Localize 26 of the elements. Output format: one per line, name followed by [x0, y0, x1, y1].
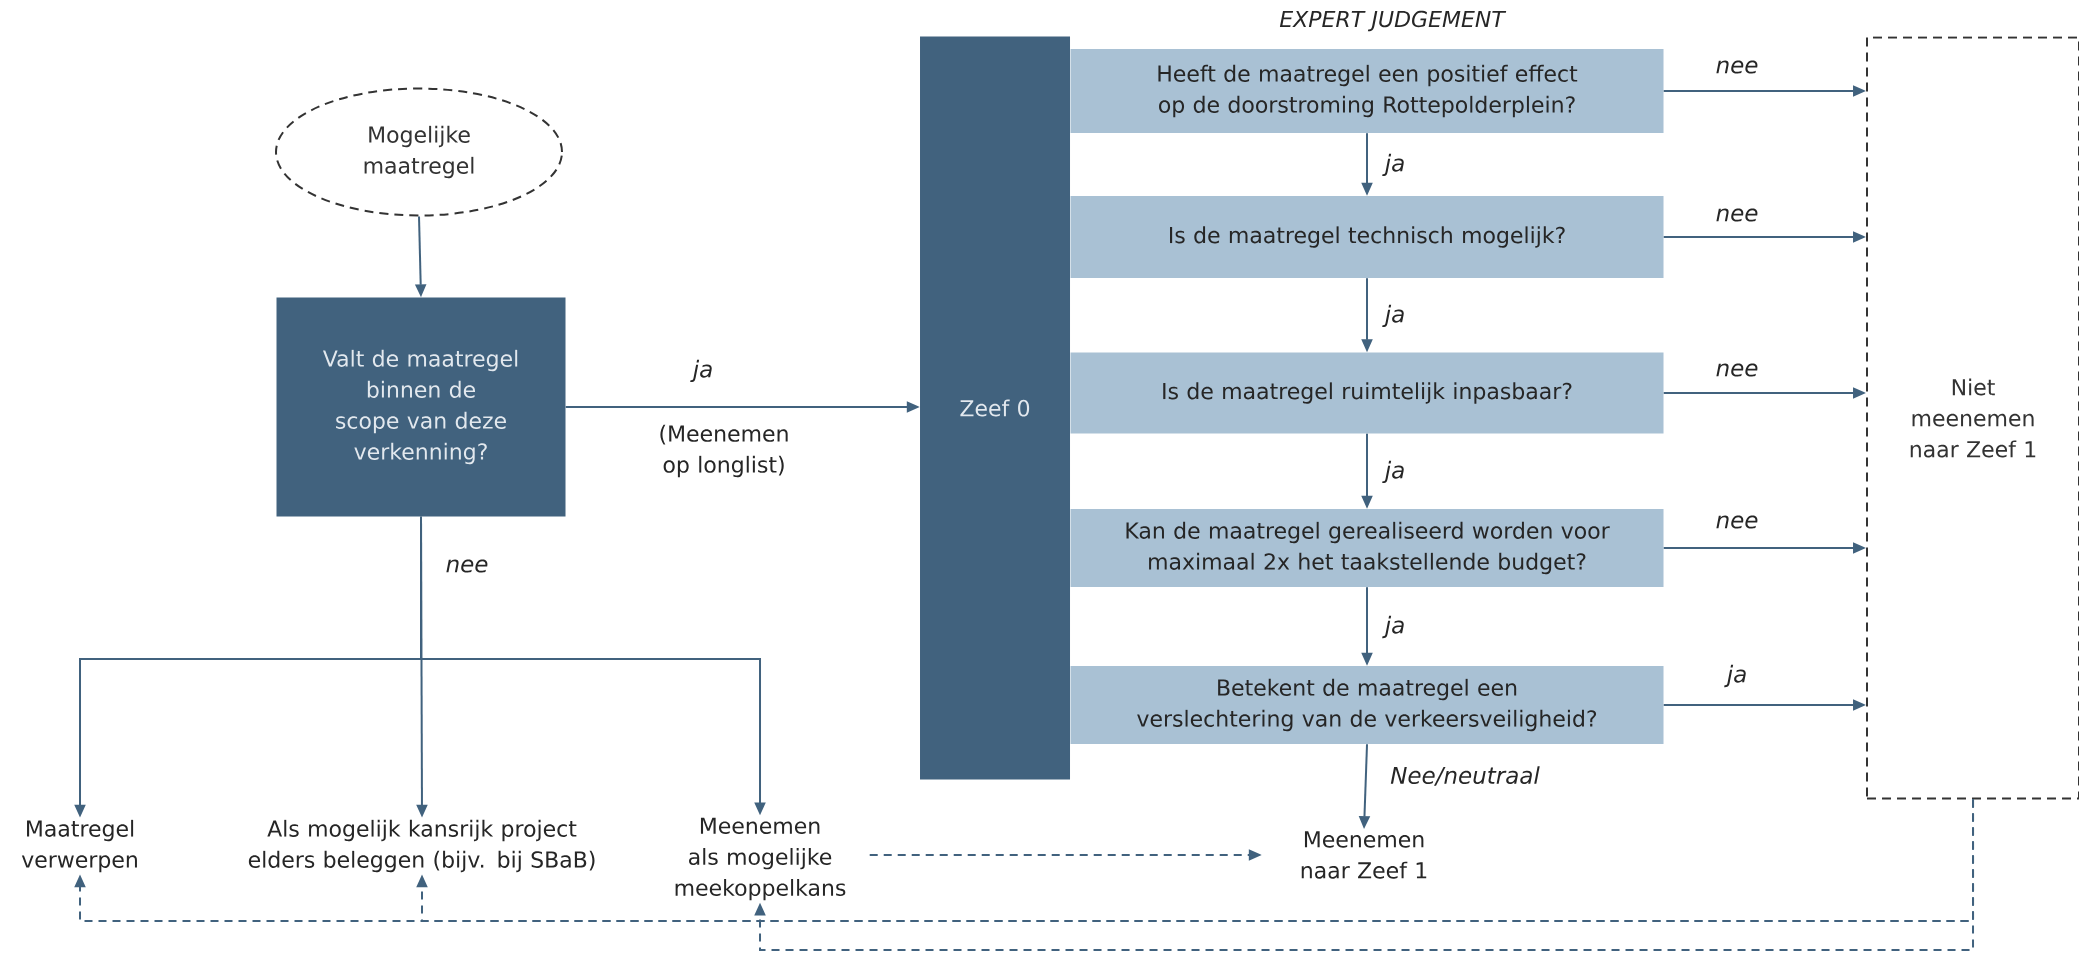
- question-box: Is de maatregel ruimtelijk inpasbaar?: [1070, 352, 1664, 434]
- outcome-text: Als mogelijk kansrijk project elders beleggen (bijv. bij SBaB): [248, 819, 595, 873]
- edge-label: ja: [690, 358, 715, 384]
- edge-label: ja: [1382, 152, 1407, 178]
- question-box: Betekent de maatregel een verslechtering van de verkeersveiligheid?: [1070, 666, 1664, 744]
- sieve-bar: Zeef 0: [920, 36, 1070, 780]
- edge-label: nee: [1714, 59, 1760, 75]
- edge-label: nee: [1714, 362, 1760, 378]
- edge-note: (Meenemen op longlist): [660, 424, 788, 478]
- edge-label: ja: [1382, 614, 1407, 640]
- edge-label: ja: [1724, 663, 1749, 689]
- edge-label: nee: [1714, 514, 1760, 530]
- edge-label: ja: [1382, 303, 1407, 329]
- edge-label: nee: [1714, 207, 1760, 223]
- arrow: [754, 798, 1974, 951]
- question-box: Is de maatregel technisch mogelijk?: [1070, 196, 1664, 278]
- outcome-text: Meenemen als mogelijke meekoppelkans: [675, 817, 846, 901]
- edge-label: nee: [444, 558, 490, 574]
- decision-box: Valt de maatregel binnen de scope van deze verkenning?: [276, 297, 566, 517]
- outcome-text: Maatregel verwerpen: [21, 819, 137, 873]
- outcome-text: Meenemen naar Zeef 1: [1301, 831, 1427, 879]
- question-box: Kan de maatregel gerealiseerd worden voor maximaal 2x het taakstellende budget?: [1070, 509, 1664, 587]
- edge-label: ja: [1382, 459, 1407, 485]
- outcome-box: Niet meenemen naar Zeef 1: [1866, 36, 2079, 800]
- edge-label: Nee/neutraal: [1389, 765, 1541, 787]
- question-box: Heeft de maatregel een positief effect op de doorstroming Rottepolderplein?: [1070, 49, 1664, 133]
